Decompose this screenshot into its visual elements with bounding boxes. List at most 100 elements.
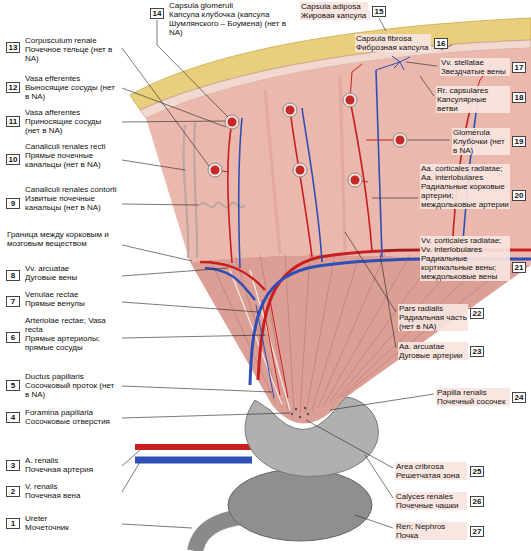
glomerulus (228, 118, 237, 127)
leader-line (122, 245, 192, 261)
interlobular-vein (239, 118, 242, 268)
part-label: Выносящие сосуды (нет в NA) (24, 83, 119, 101)
leader-line (365, 455, 393, 498)
part-label: Капсула клубочка (капсула Шумлянского – … (168, 10, 293, 37)
area-cribrosa (291, 407, 309, 418)
part-label: Дуговые вены (24, 273, 119, 282)
stripe (318, 254, 385, 408)
part-label: Приносящие сосуды (нет в NA) (24, 117, 119, 135)
part-label: Сосочковый проток (нет в NA) (24, 381, 119, 399)
leader-line (306, 420, 393, 468)
callout-number: 21 (512, 262, 526, 273)
leader-line (122, 450, 140, 466)
renal-cortex (146, 48, 531, 265)
part-label: Сосочковые отверстия (24, 417, 119, 426)
leader-line (122, 121, 225, 122)
part-label: Извитые почечные канальцы (нет в NA) (24, 194, 119, 212)
interlobular-artery (290, 110, 312, 257)
callout-number: 19 (512, 136, 526, 147)
leader-line (355, 515, 393, 528)
glomerulus (211, 166, 220, 175)
part-label: Vv. arcuatae (24, 264, 119, 273)
callout-number: 16 (434, 38, 448, 49)
callout-number: 27 (470, 526, 484, 537)
part-label: Capsula adiposa (300, 2, 368, 11)
straight-tubule (194, 122, 197, 258)
leader-line (122, 524, 192, 528)
glomerular-capsule (293, 163, 307, 177)
callout-number: 1 (6, 518, 20, 529)
part-label: Радиальные кортикальные вены; междольков… (420, 254, 510, 281)
veins (205, 56, 531, 398)
interlobular-artery (228, 122, 232, 263)
part-label: Canaliculi renales recti (24, 142, 119, 151)
callout-number: 3 (6, 460, 20, 471)
papillary-foramen (291, 413, 293, 415)
leader-line (372, 198, 418, 199)
stellate-vein (376, 56, 410, 70)
callout-number: 2 (6, 486, 20, 497)
leader-line (406, 62, 437, 66)
part-label: Звездчатые вены (440, 67, 510, 76)
callout-number: 7 (6, 296, 20, 307)
leader-line (122, 302, 258, 312)
part-label: Foramina papillaria (24, 408, 119, 417)
leader-line (384, 250, 418, 251)
part-label: Почка (395, 531, 467, 540)
part-label: V. renalis (24, 482, 119, 491)
callout-number: 26 (470, 496, 484, 507)
callout-number: 13 (6, 42, 20, 53)
papillary-foramen (299, 416, 301, 418)
glomerulus (351, 176, 360, 185)
leader-line (345, 232, 396, 312)
part-label: Area cribrosa (395, 462, 467, 471)
callout-number: 20 (512, 190, 526, 201)
leader-line (122, 386, 272, 392)
renal-vein (135, 457, 252, 464)
glomerular-capsule (348, 173, 362, 187)
callout-number: 18 (512, 92, 526, 103)
part-label: Мочеточник (24, 523, 119, 532)
stripe (342, 263, 510, 397)
callout-number: 4 (6, 412, 20, 423)
renal-calyx (245, 397, 378, 476)
leader-line (122, 335, 266, 338)
glomerular-capsule (393, 133, 407, 147)
leader-line (122, 413, 290, 418)
part-label: Capsula fibrosa (355, 34, 431, 43)
callout-number: 14 (150, 8, 164, 19)
part-label: Rr. capsulares (436, 86, 510, 95)
part-label: Capsula glomeruli (168, 1, 293, 10)
part-label: Радиальная часть (нет в NA) (398, 313, 468, 331)
arcuate-vein (205, 268, 255, 300)
papillary-foramen (307, 413, 309, 415)
arteries (200, 60, 531, 398)
glomerular-capsule (225, 115, 239, 129)
leader-line (122, 268, 228, 276)
part-label: Жировая капсула (300, 11, 370, 20)
part-label: Vv. stellatae (440, 58, 510, 67)
part-label: Arteriolae rectae; Vasa recta (24, 316, 119, 334)
part-label: Клубочки (нет в NA) (452, 137, 510, 155)
callout-number: 22 (470, 308, 484, 319)
glomerulus (346, 96, 355, 105)
part-label: Прямые почечные канальцы (нет в NA) (24, 151, 119, 169)
leader-line (380, 254, 396, 348)
part-label: Venulae rectae (24, 290, 119, 299)
part-label: Ren; Nephros (395, 522, 467, 531)
medullary-rays (265, 75, 345, 254)
stripe (312, 253, 360, 410)
callout-number: 24 (512, 392, 526, 403)
glomerular-capsule (283, 103, 297, 117)
part-label: Почечный сосочек (436, 397, 510, 406)
callout-number: 15 (372, 6, 386, 17)
part-label: A. renalis (24, 456, 119, 465)
papillary-foramen (295, 408, 297, 410)
part-label: Glomerula (452, 128, 510, 137)
part-label: Прямые венулы (24, 299, 119, 308)
renal-medulla (190, 255, 531, 423)
part-label: Решетчатая зона (395, 471, 467, 480)
part-label: Calyces renales (395, 492, 467, 501)
vasa-recta (262, 300, 288, 398)
